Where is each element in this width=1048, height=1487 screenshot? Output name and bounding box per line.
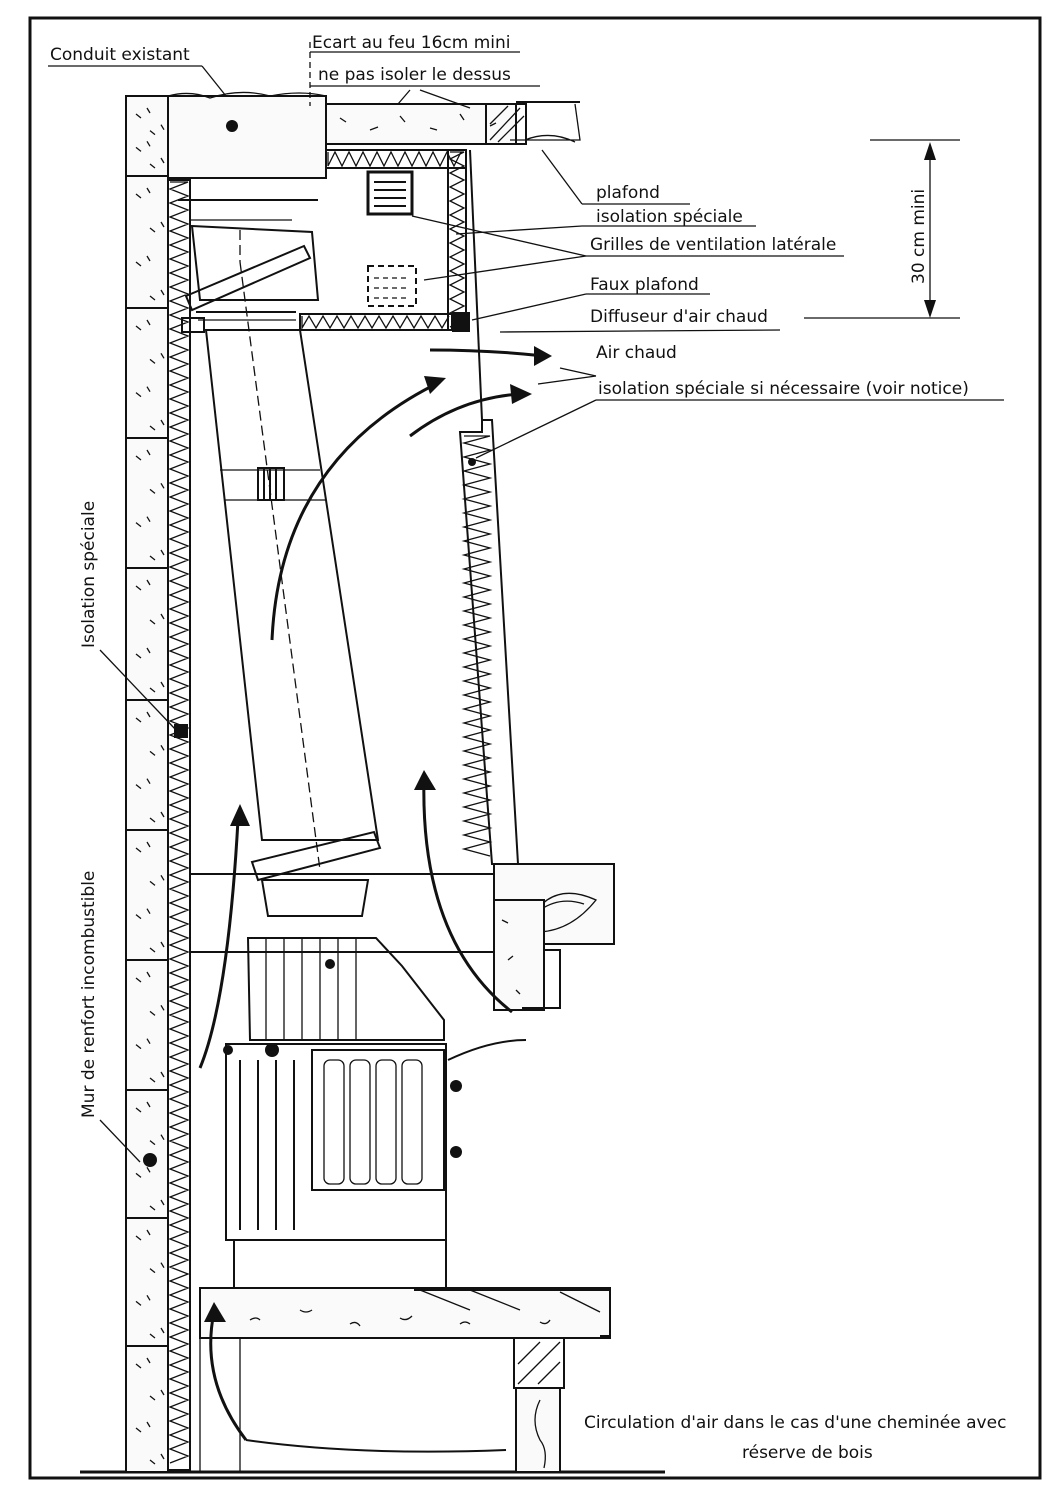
stone-texture (135, 1229, 151, 1241)
label-faux-plafond: Faux plafond (590, 275, 699, 295)
label-isolation-si-necessaire: isolation spéciale si nécessaire (voir n… (598, 379, 969, 399)
wall-block (125, 437, 169, 569)
stone-texture (149, 419, 165, 431)
wall-block (125, 567, 169, 701)
wall-block (125, 959, 169, 1091)
label-mur-de-renfort: Mur de renfort incombustible (79, 871, 99, 1118)
label-isolation-speciale-top: isolation spéciale (596, 207, 743, 227)
stone-texture (149, 613, 165, 625)
wall-block (125, 1217, 169, 1347)
hood-ceiling-insulation (325, 149, 467, 169)
stone-texture (149, 874, 165, 886)
stone-texture (149, 289, 165, 301)
label-plafond: plafond (596, 183, 660, 203)
leader-lines (48, 42, 1004, 1167)
stone-texture (149, 549, 165, 561)
stone-texture (149, 1453, 165, 1465)
stone-texture (135, 1294, 151, 1306)
wall-block (125, 1345, 169, 1473)
label-ecart-au-feu: Ecart au feu 16cm mini (312, 33, 511, 53)
wall-block (125, 175, 169, 309)
stone-texture (135, 579, 151, 591)
stone-texture (135, 516, 151, 528)
wall-block (125, 829, 169, 961)
stone-texture (149, 1199, 165, 1211)
reinforcing-wall (125, 95, 169, 1473)
stone-texture (135, 1038, 151, 1050)
hearth-slab (199, 1287, 611, 1473)
label-grilles-ventilation: Grilles de ventilation latérale (590, 235, 836, 255)
stone-texture (135, 1166, 151, 1178)
stone-texture (149, 681, 165, 693)
stone-texture (135, 1357, 151, 1369)
label-30cm-mini: 30 cm mini (909, 189, 929, 284)
stone-texture (149, 1262, 165, 1274)
stone-texture (135, 140, 151, 152)
false-ceiling (181, 312, 470, 333)
stone-texture (135, 778, 151, 790)
label-air-chaud: Air chaud (596, 343, 677, 363)
stone-texture (149, 1071, 165, 1083)
stone-texture (135, 711, 151, 723)
label-isolation-speciale-left: Isolation spéciale (79, 501, 99, 648)
stone-texture (135, 1101, 151, 1113)
stone-texture (149, 1004, 165, 1016)
stone-texture (149, 1389, 165, 1401)
stone-texture (149, 221, 165, 233)
label-diffuseur-air-chaud: Diffuseur d'air chaud (590, 307, 768, 327)
stone-texture (149, 157, 165, 169)
stove (223, 937, 462, 1291)
stone-texture (149, 1327, 165, 1339)
hood-side-insulation (447, 149, 483, 421)
label-conduit-existant: Conduit existant (50, 45, 190, 65)
stone-texture (149, 1134, 165, 1146)
stone-texture (149, 744, 165, 756)
stone-texture (135, 647, 151, 659)
stone-texture (149, 352, 165, 364)
mantle-beam (493, 863, 615, 1011)
stone-texture (135, 255, 151, 267)
stone-texture (135, 386, 151, 398)
stone-texture (135, 1421, 151, 1433)
stone-texture (149, 941, 165, 953)
wall-insulation-strip (167, 179, 191, 1471)
stone-texture (149, 124, 165, 136)
wall-block (125, 307, 169, 439)
stone-texture (135, 841, 151, 853)
stone-texture (135, 319, 151, 331)
label-ne-pas-isoler: ne pas isoler le dessus (318, 65, 511, 85)
label-circulation-line2: réserve de bois (742, 1443, 873, 1463)
dimension-30cm (924, 142, 936, 318)
ceiling-slab (325, 101, 581, 145)
ventilation-grille-hidden (367, 265, 417, 307)
existing-flue (167, 91, 327, 179)
flue-pipe (178, 199, 382, 917)
wall-block (125, 699, 169, 831)
hood-front-panel (458, 419, 520, 865)
stone-texture (135, 187, 151, 199)
page-frame (28, 16, 1042, 1480)
stone-texture (149, 811, 165, 823)
stone-texture (135, 107, 151, 119)
label-circulation-line1: Circulation d'air dans le cas d'une chem… (584, 1413, 1006, 1433)
airflow-arrows (198, 346, 552, 1453)
stone-texture (149, 482, 165, 494)
ventilation-grille-solid (366, 170, 414, 216)
stone-texture (135, 908, 151, 920)
stone-texture (135, 449, 151, 461)
stone-texture (135, 971, 151, 983)
